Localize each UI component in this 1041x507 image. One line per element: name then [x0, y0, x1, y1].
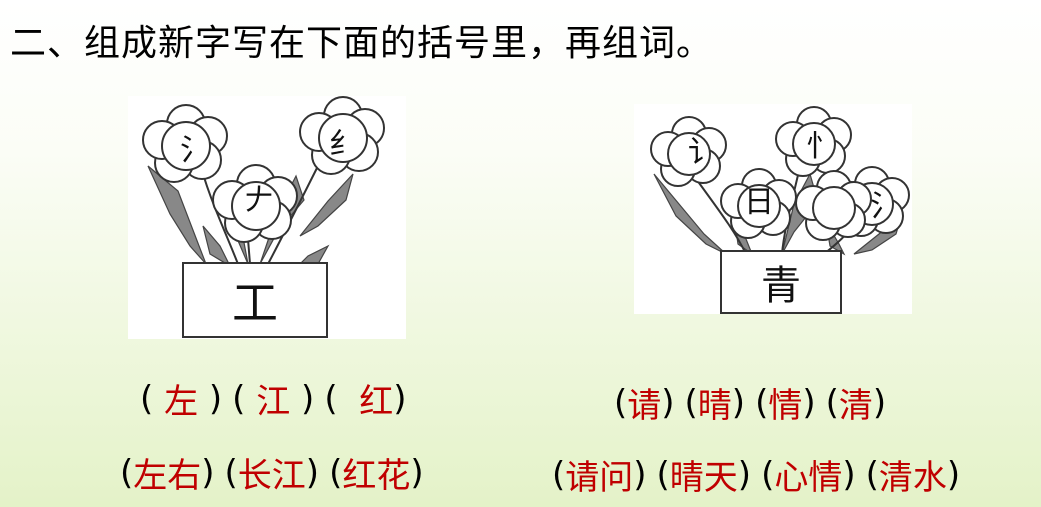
answer-char: 清 [838, 386, 873, 426]
open-paren: ( [865, 454, 879, 495]
flower-radical: 氵 [870, 189, 900, 224]
answer-word: 清水 [878, 458, 947, 498]
answer-row-right-words: (请问) (晴天) (心情) (清水) [552, 450, 970, 499]
close-paren: ) [410, 452, 424, 493]
close-paren: ) [802, 382, 816, 423]
pot-character-box: 工 [182, 262, 328, 338]
pot-character: 工 [232, 276, 278, 330]
open-paren: ( [224, 452, 238, 493]
answer-row-left-chars: ( 左 ) ( 江 ) ( 红) [140, 374, 416, 423]
answer-bracket: ( 江 ) [232, 374, 314, 423]
answer-char: 晴 [697, 386, 732, 426]
answer-bracket: (请) [614, 378, 675, 427]
flower-radical: 𠂇 [244, 183, 274, 218]
open-paren: ( [232, 378, 246, 419]
open-paren: ( [120, 452, 134, 493]
answer-bracket: (晴) [685, 378, 746, 427]
pot-character-box: 青 [720, 250, 842, 314]
answer-bracket: (请问) [552, 450, 647, 499]
close-paren: ) [301, 378, 315, 419]
answer-word: 心情 [774, 458, 843, 498]
open-paren: ( [140, 378, 154, 419]
close-paren: ) [633, 454, 647, 495]
flower-radical: 氵 [180, 133, 210, 168]
close-paren: ) [842, 454, 856, 495]
answer-char: 请 [627, 386, 662, 426]
open-paren: ( [552, 454, 566, 495]
open-paren: ( [684, 382, 698, 423]
answer-word: 红花 [342, 456, 411, 496]
answer-char: 红 [359, 382, 394, 422]
close-paren: ) [946, 454, 961, 495]
answer-bracket: (清) [826, 378, 887, 427]
answer-word: 请问 [565, 458, 634, 498]
question-title: 二、组成新字写在下面的括号里，再组词。 [10, 23, 714, 64]
answer-row-left-words: (左右) (长江) (红花) [120, 448, 434, 497]
flower-radical: 日 [744, 185, 774, 220]
flower-radical: 纟 [329, 127, 359, 162]
answer-bracket: ( 左 ) [140, 374, 222, 423]
close-paren: ) [201, 452, 215, 493]
answer-char: 情 [768, 386, 803, 426]
answer-bracket: (红花) [329, 448, 424, 497]
open-paren: ( [755, 382, 769, 423]
close-paren: ) [393, 378, 407, 419]
answer-bracket: (左右) [120, 448, 215, 497]
close-paren: ) [305, 452, 320, 493]
answer-char: 左 [164, 382, 199, 422]
open-paren: ( [656, 454, 670, 495]
close-paren: ) [731, 382, 746, 423]
open-paren: ( [329, 452, 343, 493]
flower-pot-figure-right: 讠 忄 日 氵 青 [634, 104, 912, 314]
open-paren: ( [761, 454, 775, 495]
open-paren: ( [614, 382, 628, 423]
answer-word: 左右 [133, 456, 202, 496]
close-paren: ) [208, 378, 223, 419]
close-paren: ) [872, 382, 887, 423]
flower-radical: 讠 [688, 135, 718, 170]
answer-row-right-chars: (请) (晴) (情) (清) [614, 378, 896, 427]
answer-bracket: ( 红) [324, 374, 406, 423]
open-paren: ( [324, 378, 338, 419]
answer-word: 晴天 [669, 458, 738, 498]
open-paren: ( [825, 382, 839, 423]
answer-bracket: (晴天) [657, 450, 752, 499]
flower-radical: 忄 [806, 129, 836, 164]
answer-word: 长江 [237, 456, 306, 496]
answer-char: 江 [256, 382, 291, 422]
flower-pot-figure-left: 氵 纟 𠂇 工 [128, 96, 406, 339]
answer-bracket: (心情) [761, 450, 856, 499]
answer-bracket: (长江) [225, 448, 320, 497]
close-paren: ) [661, 382, 675, 423]
close-paren: ) [737, 454, 752, 495]
answer-bracket: (清水) [866, 450, 961, 499]
pot-character: 青 [761, 263, 801, 309]
answer-bracket: (情) [755, 378, 816, 427]
flower-illustration-left [142, 96, 385, 268]
